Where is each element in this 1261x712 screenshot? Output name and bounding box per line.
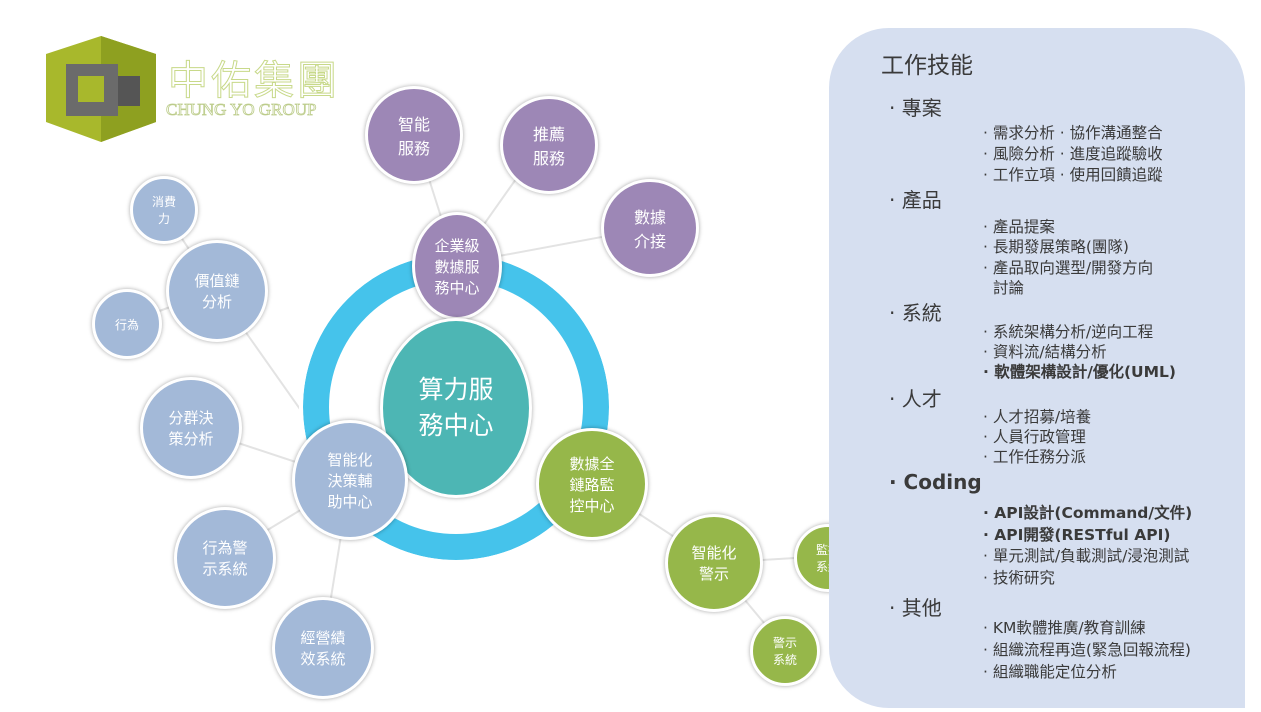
skill-item: · KM軟體推廣/教育訓練	[983, 619, 1146, 637]
skill-item: · 系統架構分析/逆向工程	[983, 323, 1154, 341]
skill-item: · 產品取向選型/開發方向	[983, 259, 1154, 277]
node-data-access: 數據 介接	[601, 179, 699, 277]
skill-item: · 資料流/結構分析	[983, 343, 1107, 361]
skill-item: · API開發(RESTful API)	[983, 526, 1171, 544]
skill-item: · 需求分析 · 協作溝通整合	[983, 124, 1163, 142]
skill-item: · 技術研究	[983, 569, 1055, 587]
node-smart-alert: 智能化 警示	[665, 514, 763, 612]
category-product: · 產品	[889, 188, 942, 212]
skill-item: · 工作任務分派	[983, 448, 1086, 466]
node-value-chain: 價值鏈 分析	[166, 240, 268, 342]
node-smart-service: 智能 服務	[365, 86, 463, 184]
category-talent: · 人才	[889, 387, 942, 411]
node-cluster-analysis: 分群決 策分析	[140, 377, 242, 479]
skills-panel: 工作技能 · 專案 · 需求分析 · 協作溝通整合 · 風險分析 · 進度追蹤驗…	[829, 28, 1245, 708]
skill-item: · 組織職能定位分析	[983, 663, 1117, 681]
logo-name-english: CHUNG YO GROUP	[166, 100, 317, 120]
skill-item: · 產品提案	[983, 218, 1055, 236]
skill-item: 討論	[993, 279, 1025, 297]
skill-item: · 長期發展策略(團隊)	[983, 238, 1129, 256]
logo-name-chinese: 中佑集團	[168, 58, 340, 105]
node-behavior-alert: 行為警 示系統	[174, 507, 276, 609]
node-alert-system: 警示 系統	[750, 616, 820, 686]
skill-item: · 單元測試/負載測試/浸泡測試	[983, 547, 1190, 565]
hub-enterprise-data-service: 企業級 數據服 務中心	[412, 212, 502, 320]
company-logo	[46, 36, 156, 146]
skill-item: · 組織流程再造(緊急回報流程)	[983, 641, 1191, 659]
skill-item: · 軟體架構設計/優化(UML)	[983, 363, 1177, 381]
skill-item: · API設計(Command/文件)	[983, 504, 1193, 522]
hub-decision-support: 智能化 決策輔 助中心	[292, 420, 408, 540]
category-coding: · Coding	[889, 470, 982, 494]
node-behavior: 行為	[92, 289, 162, 359]
category-system: · 系統	[889, 301, 942, 325]
skill-item: · 人才招募/培養	[983, 408, 1092, 426]
skill-item: · 工作立項 · 使用回饋追蹤	[983, 166, 1163, 184]
logo-mark	[46, 36, 156, 142]
skill-item: · 風險分析 · 進度追蹤驗收	[983, 145, 1163, 163]
node-recommend-service: 推薦 服務	[500, 96, 598, 194]
hub-data-monitor: 數據全 鏈路監 控中心	[536, 428, 648, 540]
node-consumption: 消費 力	[130, 176, 198, 244]
category-project: · 專案	[889, 96, 942, 120]
skill-item: · 人員行政管理	[983, 428, 1086, 446]
node-performance-system: 經營績 效系統	[272, 597, 374, 699]
category-other: · 其他	[889, 596, 942, 620]
skills-title: 工作技能	[881, 53, 973, 79]
